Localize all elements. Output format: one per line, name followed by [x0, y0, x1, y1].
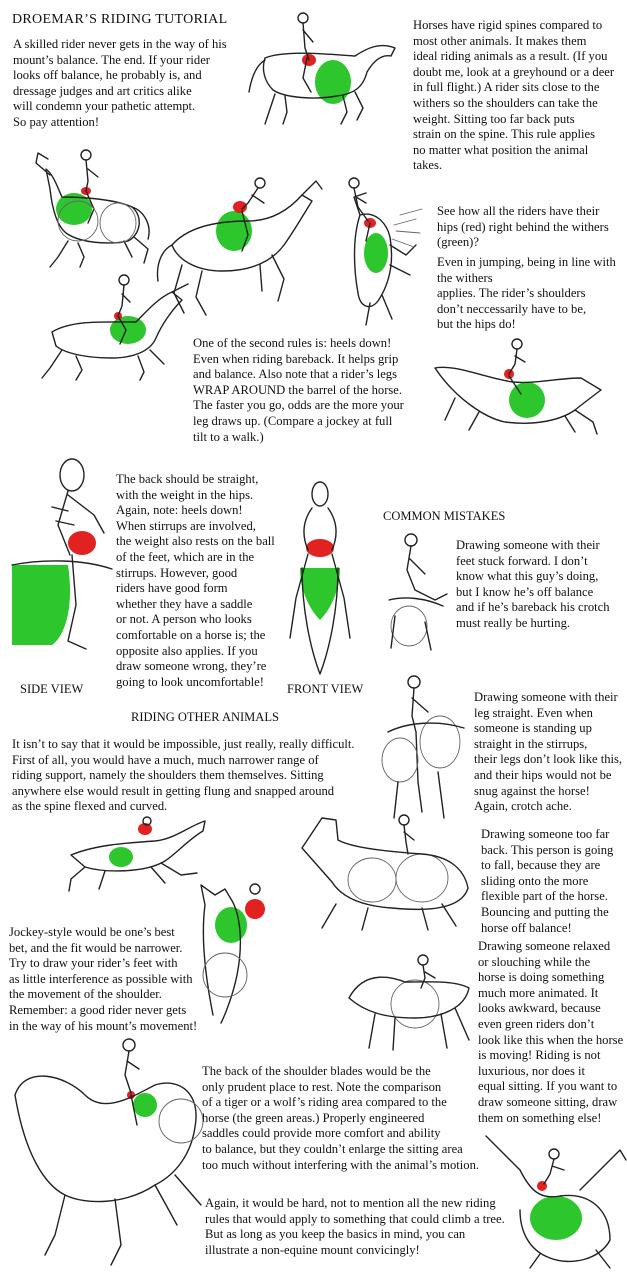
common-mistakes-heading: COMMON MISTAKES: [383, 509, 506, 523]
climbing-mount-sketch: [485, 1135, 627, 1269]
horse-jumping-sketch: [348, 177, 423, 326]
horse-over-fence-sketch: [434, 338, 602, 435]
mistake-too-far-back-sketch: [301, 814, 469, 931]
back-text: The back should be straight, with the we…: [116, 472, 275, 689]
horse-cantering-sketch: [35, 149, 150, 268]
heels-text: One of the second rules is: heels down! …: [193, 336, 404, 444]
horse-trotting-sketch: [41, 274, 189, 381]
hips-text: See how all the riders have their hips (…: [437, 204, 609, 250]
other-animals-text: It isn’t to say that it would be impossi…: [12, 737, 355, 814]
spine-text: Horses have rigid spines compared to mos…: [413, 18, 615, 173]
mistake-slouching-sketch: [348, 954, 470, 1051]
mistake-slouching: Drawing someone relaxed or slouching whi…: [478, 939, 624, 1125]
mistake-leg-straight: Drawing someone with their leg straight.…: [474, 690, 623, 814]
side-view-rider-sketch: [11, 458, 113, 650]
mistake-leg-straight-sketch: [381, 675, 465, 819]
horse-walking-sketch: [248, 12, 396, 125]
mistake-too-far-back: Drawing someone too far back. This perso…: [481, 827, 614, 935]
climb-text: Again, it would be hard, not to mention …: [205, 1196, 505, 1257]
intro-text: A skilled rider never gets in the way of…: [13, 37, 227, 129]
side-view-caption: SIDE VIEW: [20, 682, 84, 696]
jockey-text: Jockey-style would be one’s best bet, an…: [9, 925, 198, 1033]
riding-other-animals-heading: RIDING OTHER ANIMALS: [131, 710, 279, 724]
wolf-jockey-sketch: [200, 883, 265, 1024]
page-title: DROEMAR’S RIDING TUTORIAL: [12, 12, 228, 27]
galloping-horse-sketch: [68, 816, 206, 892]
tiger-rider-sketch: [14, 1038, 204, 1266]
shoulders-text: The back of the shoulder blades would be…: [202, 1064, 480, 1172]
jumping-text: Even in jumping, being in line with the …: [437, 255, 616, 332]
mistake-feet-forward: Drawing someone with their feet stuck fo…: [456, 538, 610, 630]
front-view-caption: FRONT VIEW: [287, 682, 364, 696]
mistake-feet-forward-sketch: [388, 533, 448, 651]
front-view-rider-sketch: [289, 481, 351, 675]
